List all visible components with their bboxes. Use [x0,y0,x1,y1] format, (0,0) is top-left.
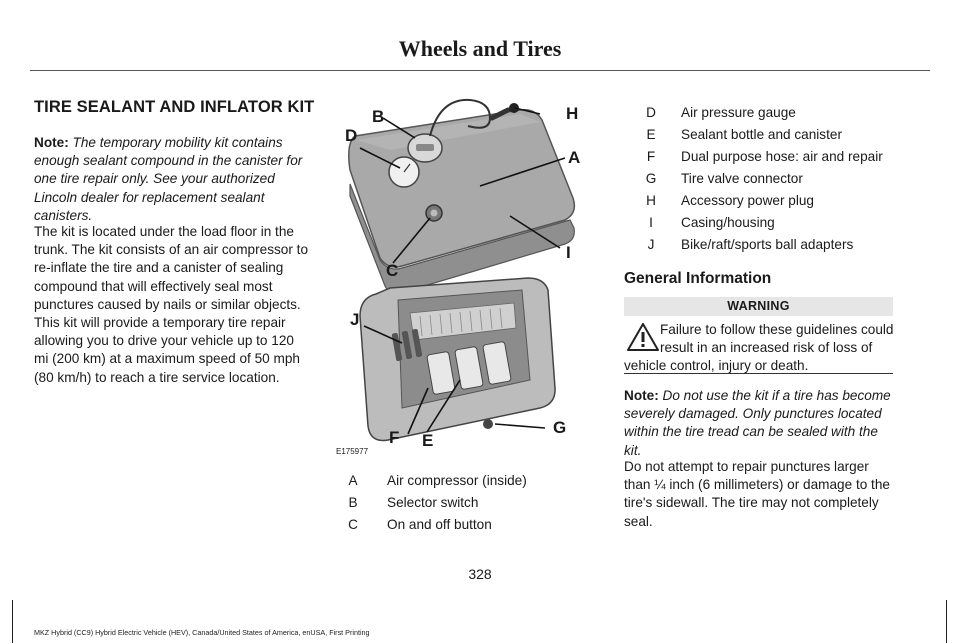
legend-key: J [647,237,655,252]
crop-mark [12,600,13,643]
note-text: The temporary mobility kit contains enou… [34,135,303,223]
callout-d: D [345,126,358,145]
legend-row-c: C On and off button [343,514,593,536]
legend-row-f: F Dual purpose hose: air and repair [641,146,901,168]
inflator-kit-figure [348,98,576,442]
warning-banner: WARNING [624,297,893,316]
legend-row-e: E Sealant bottle and canister [641,124,901,146]
crop-mark [946,600,947,643]
legend-label: Casing/housing [681,215,775,230]
legend-label: Dual purpose hose: air and repair [681,149,883,164]
legend-row-j: J Bike/raft/sports ball adapters [641,234,901,256]
general-note: Note: Do not use the kit if a tire has b… [624,387,894,460]
general-note-label: Note: [624,388,659,403]
legend-key: D [646,105,656,120]
legend-row-i: I Casing/housing [641,212,901,234]
legend-key: H [646,193,656,208]
legend-label: Tire valve connector [681,171,803,186]
callout-h: H [566,104,579,123]
legend-key: G [645,171,657,186]
legend-label: Air pressure gauge [681,105,796,120]
page-number: 328 [468,566,492,582]
callout-e: E [422,431,434,450]
legend-label: Bike/raft/sports ball adapters [681,237,854,252]
legend-label: On and off button [387,517,492,532]
note-paragraph: Note: The temporary mobility kit contain… [34,134,309,225]
callout-j: J [350,310,360,329]
general-body: Do not attempt to repair punctures large… [624,459,890,529]
page-header-title: Wheels and Tires [398,36,562,61]
legend-label: Accessory power plug [681,193,814,208]
warning-text-body: Failure to follow these guidelines could… [624,322,894,374]
legend-key: A [348,473,358,488]
figure-id: E175977 [336,447,369,456]
legend-row-h: H Accessory power plug [641,190,901,212]
legend-key: B [348,495,358,510]
section-title: TIRE SEALANT AND INFLATOR KIT [34,98,315,116]
callout-i: I [566,243,571,262]
legend-key: F [646,149,656,164]
kit-description: The kit is located under the load floor … [34,224,308,385]
legend-key: C [348,517,358,532]
callout-g: G [553,418,567,437]
legend-label: Sealant bottle and canister [681,127,842,142]
general-note-text: Do not use the kit if a tire has become … [624,388,891,458]
callout-c: C [386,261,399,280]
note-label: Note: [34,135,69,150]
warning-divider [624,373,893,374]
general-information-title: General Information [624,270,772,287]
legend-key: E [646,127,656,142]
header-divider [30,70,930,71]
legend-row-b: B Selector switch [343,492,593,514]
footer-text: MKZ Hybrid (CC9) Hybrid Electric Vehicle… [34,628,370,637]
legend-row-g: G Tire valve connector [641,168,901,190]
legend-label: Air compressor (inside) [387,473,527,488]
callout-b: B [372,107,385,126]
legend-row-a: A Air compressor (inside) [343,470,593,492]
callout-a: A [568,148,581,167]
callout-f: F [389,428,400,447]
warning-triangle-icon [627,323,659,351]
warning-text: Failure to follow these guidelines could… [624,321,894,376]
legend-row-d: D Air pressure gauge [641,102,901,124]
legend-label: Selector switch [387,495,479,510]
legend-key: I [649,215,653,230]
